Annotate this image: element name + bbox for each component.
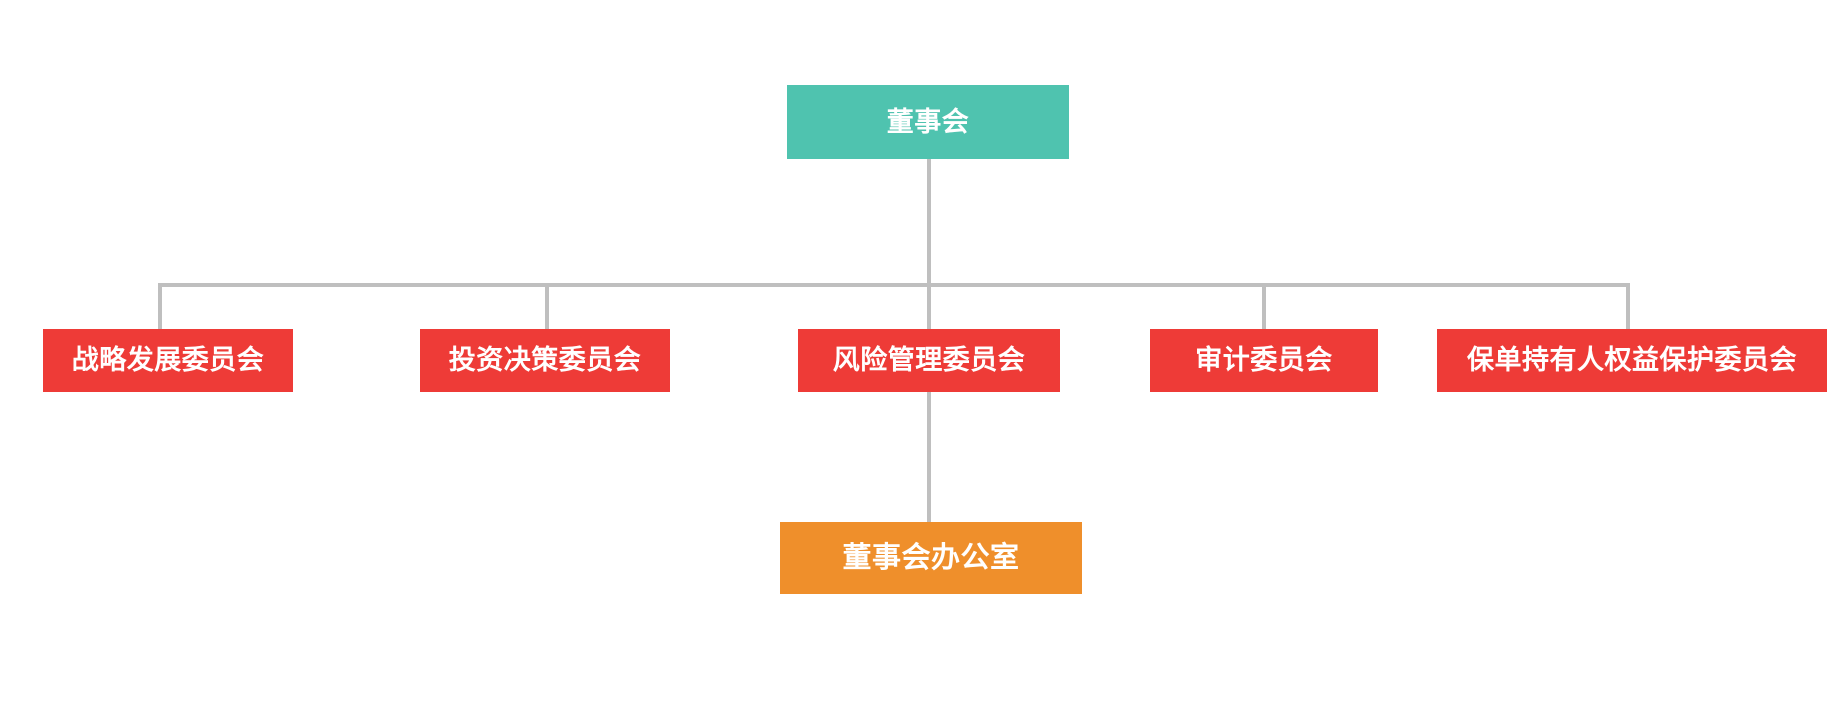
connector-root-to-bus bbox=[927, 159, 931, 285]
node-board-of-directors-label: 董事会 bbox=[886, 106, 970, 137]
node-committee-audit[interactable]: 审计委员会 bbox=[1150, 329, 1378, 392]
node-committee-risk-management[interactable]: 风险管理委员会 bbox=[798, 329, 1060, 392]
node-committee-investment-decision-label: 投资决策委员会 bbox=[448, 345, 642, 375]
node-committee-audit-label: 审计委员会 bbox=[1195, 345, 1333, 375]
connector-bus-to-committee-2 bbox=[545, 283, 549, 329]
node-committee-risk-management-label: 风险管理委员会 bbox=[832, 345, 1026, 375]
node-committee-strategic-development[interactable]: 战略发展委员会 bbox=[43, 329, 293, 392]
connector-bus-to-committee-3 bbox=[927, 283, 931, 329]
connector-horizontal-bus bbox=[160, 283, 1628, 287]
node-committee-policyholder-rights-protection-label: 保单持有人权益保护委员会 bbox=[1467, 345, 1797, 375]
node-board-of-directors[interactable]: 董事会 bbox=[787, 85, 1069, 159]
node-committee-investment-decision[interactable]: 投资决策委员会 bbox=[420, 329, 670, 392]
connector-bus-to-committee-4 bbox=[1262, 283, 1266, 329]
node-committee-strategic-development-label: 战略发展委员会 bbox=[71, 345, 265, 375]
connector-bus-to-committee-5 bbox=[1626, 283, 1630, 329]
connector-bus-to-committee-1 bbox=[158, 283, 162, 329]
connector-committee-3-to-office bbox=[927, 392, 931, 522]
node-board-office[interactable]: 董事会办公室 bbox=[780, 522, 1082, 594]
node-committee-policyholder-rights-protection[interactable]: 保单持有人权益保护委员会 bbox=[1437, 329, 1827, 392]
node-board-office-label: 董事会办公室 bbox=[842, 541, 1020, 574]
